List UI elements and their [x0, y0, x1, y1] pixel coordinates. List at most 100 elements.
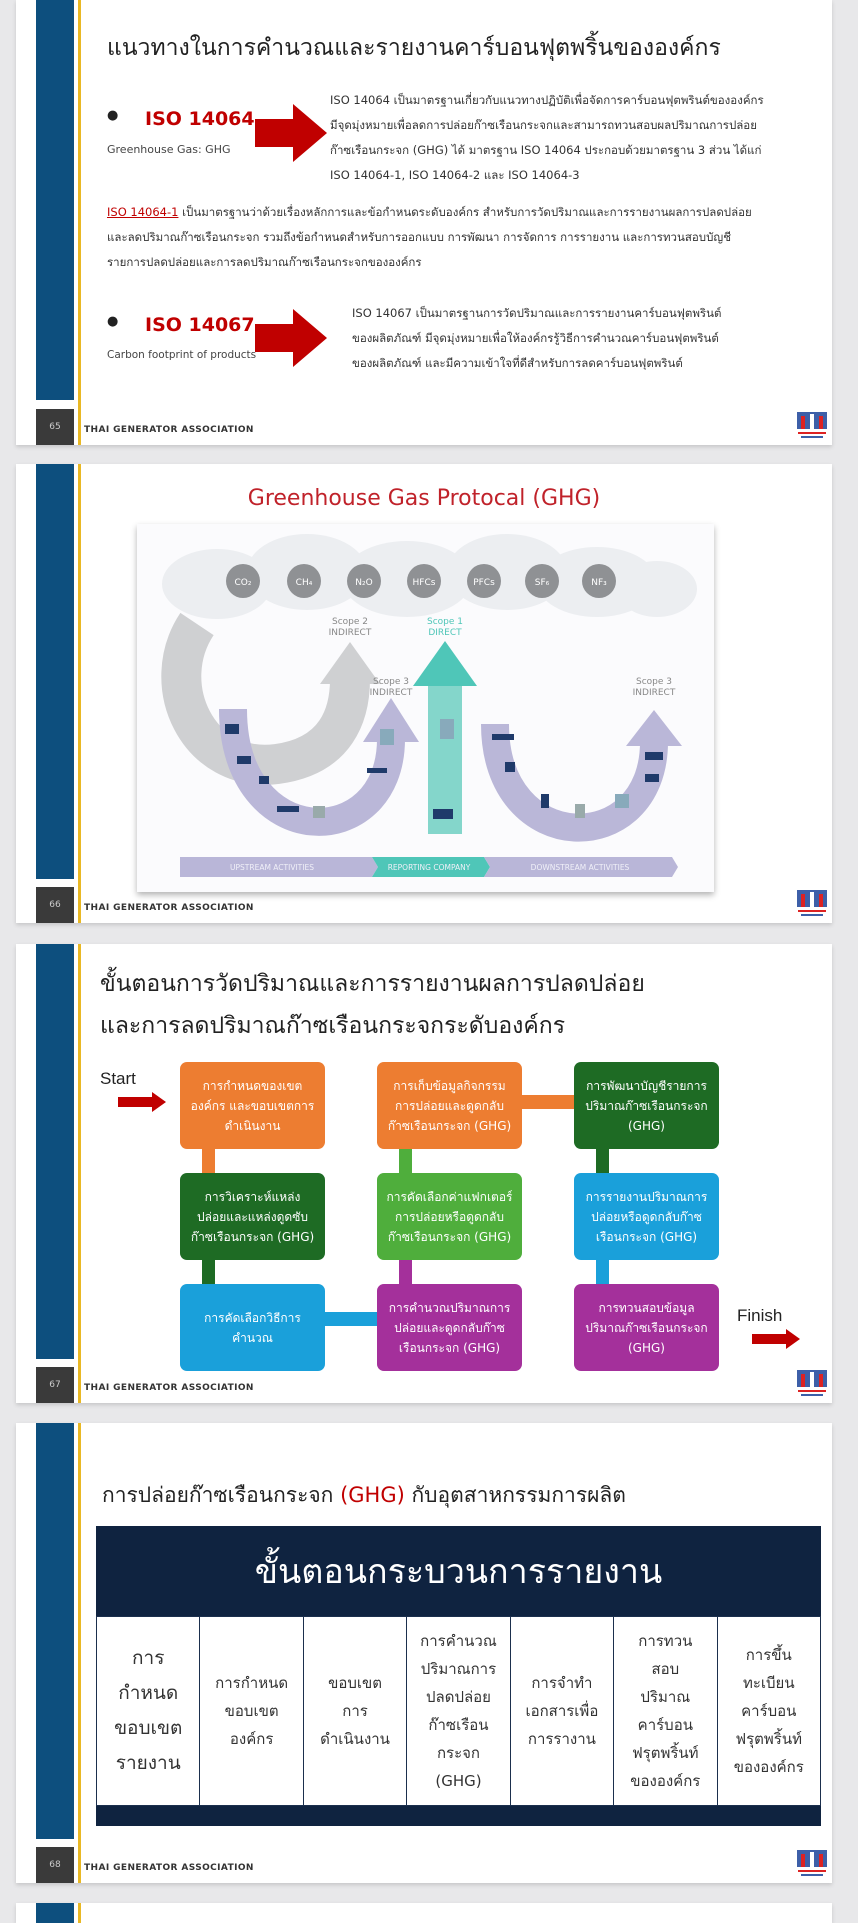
- slide-66: Greenhouse Gas Protocal (GHG) CO₂ CH₄ N₂…: [16, 464, 832, 923]
- accent-line: [78, 1903, 81, 1923]
- process-steps-table: การ กำหนด ขอบเขต รายงาน การกำหนด ขอบเขต …: [95, 1616, 822, 1806]
- connector: [202, 1260, 215, 1284]
- step-analyze-sources: การวิเคราะห์แหล่ง ปล่อยและแหล่งดูดซับ ก๊…: [180, 1173, 325, 1260]
- step-select-factors: การคัดเลือกค่าแฟกเตอร์ การปล่อยหรือดูดกล…: [377, 1173, 522, 1260]
- association-logo-icon: [797, 1850, 827, 1876]
- table-cell: การทวน สอบ ปริมาณ คาร์บอน ฟรุตพริ้นท์ ขอ…: [613, 1616, 718, 1806]
- start-arrow-icon: [118, 1092, 166, 1112]
- connector: [596, 1260, 609, 1284]
- title-part: การปล่อยก๊าซเรือนกระจก: [102, 1483, 341, 1507]
- iso-14064-1-link[interactable]: ISO 14064-1: [107, 205, 179, 219]
- page-number: 66: [36, 887, 74, 923]
- scope3-upstream-label: Scope 3: [373, 677, 409, 687]
- finish-label: Finish: [737, 1306, 783, 1325]
- title-part: กับอุตสาหกรรมการผลิต: [404, 1483, 626, 1507]
- table-cell: ขอบเขต การ ดำเนินงาน: [302, 1616, 408, 1806]
- scope3-upstream-type: INDIRECT: [370, 688, 413, 698]
- process-table: ขั้นตอนกระบวนการรายงาน การ กำหนด ขอบเขต …: [95, 1526, 822, 1826]
- reporting-company-label: REPORTING COMPANY: [388, 863, 471, 872]
- desc-line: ของผลิตภัณฑ์ และมีความเข้าใจที่ดีสำหรับก…: [352, 356, 683, 370]
- connector: [596, 1149, 609, 1174]
- scope2-label: Scope 2: [332, 617, 368, 627]
- scope2-type: INDIRECT: [329, 628, 372, 638]
- scope1-label: Scope 1: [427, 617, 463, 627]
- slide-68: การปล่อยก๊าซเรือนกระจก (GHG) กับอุตสาหกร…: [16, 1423, 832, 1883]
- connector: [325, 1312, 377, 1326]
- start-label: Start: [100, 1069, 136, 1088]
- table-cell: การคำนวณ ปริมาณการ ปลดปล่อย ก๊าซเรือน กร…: [406, 1616, 511, 1806]
- page-number: 65: [36, 409, 74, 445]
- gas-sf6: SF₆: [535, 578, 550, 588]
- para-line: รายการปลดปล่อยและการลดปริมาณก๊าซเรือนกระ…: [107, 255, 422, 269]
- step-develop-inventory: การพัฒนาบัญชีรายการ ปริมาณก๊าซเรือนกระจก…: [574, 1062, 719, 1149]
- desc-line: ISO 14064-1, ISO 14064-2 และ ISO 14064-3: [330, 168, 580, 182]
- step-calculate-emissions: การคำนวณปริมาณการ ปล่อยและดูดกลับก๊าซ เร…: [377, 1284, 522, 1371]
- scope1-type: DIRECT: [428, 628, 462, 638]
- association-logo-icon: [797, 412, 827, 438]
- desc-line: ISO 14067 เป็นมาตรฐานการวัดปริมาณและการร…: [352, 306, 722, 320]
- iso-14067-label: ISO 14067: [145, 314, 255, 336]
- table-cell: การจำทำ เอกสารเพื่อ การรางาน: [509, 1616, 615, 1806]
- desc-line: ของผลิตภัณฑ์ มีจุดมุ่งหมายเพื่อให้องค์กร…: [352, 331, 719, 345]
- footer-association: THAI GENERATOR ASSOCIATION: [84, 1383, 254, 1393]
- footer-association: THAI GENERATOR ASSOCIATION: [84, 1863, 254, 1873]
- connector: [202, 1149, 215, 1174]
- step-select-method: การคัดเลือกวิธีการ คำนวณ: [180, 1284, 325, 1371]
- activity-icons: [225, 719, 663, 819]
- activity-bar: UPSTREAM ACTIVITIES REPORTING COMPANY DO…: [180, 857, 678, 877]
- step-define-boundaries: การกำหนดของเขต องค์กร และขอบเขตการ ดำเนิ…: [180, 1062, 325, 1149]
- accent-line: [78, 464, 81, 923]
- slide-title: แนวทางในการคำนวณและรายงานคาร์บอนฟุตพริ้น…: [107, 35, 721, 61]
- step-verify-data: การทวนสอบข้อมูล ปริมาณก๊าซเรือนกระจก (GH…: [574, 1284, 719, 1371]
- connector: [522, 1095, 574, 1109]
- association-logo-icon: [797, 1370, 827, 1396]
- ghg-protocol-diagram: CO₂ CH₄ N₂O HFCs PFCs SF₆ NF₃ Scope 2 IN…: [137, 524, 714, 892]
- iso-14064-1-paragraph: ISO 14064-1 เป็นมาตรฐานว่าด้วยเรื่องหลัก…: [107, 200, 752, 275]
- accent-line: [78, 1423, 81, 1883]
- desc-line: ก๊าซเรือนกระจก (GHG) ได้ มาตรฐาน ISO 140…: [330, 143, 762, 157]
- para-line: และลดปริมาณก๊าซเรือนกระจก รวมถึงข้อกำหนด…: [107, 230, 731, 244]
- table-cell: การ กำหนด ขอบเขต รายงาน: [95, 1616, 201, 1806]
- upstream-label: UPSTREAM ACTIVITIES: [230, 863, 314, 872]
- table-cell: การขึ้น ทะเบียน คาร์บอน ฟรุตพริ้นท์ ของอ…: [716, 1616, 822, 1806]
- side-bar: [36, 944, 74, 1359]
- gas-n2o: N₂O: [355, 578, 372, 588]
- gas-ch4: CH₄: [296, 578, 313, 588]
- title-ghg: (GHG): [340, 1483, 405, 1507]
- finish-arrow-icon: [752, 1329, 800, 1349]
- iso-14064-description: ISO 14064 เป็นมาตรฐานเกี่ยวกับแนวทางปฏิบ…: [330, 88, 764, 188]
- iso-14064-sub: Greenhouse Gas: GHG: [107, 143, 231, 156]
- scope3-downstream-label: Scope 3: [636, 677, 672, 687]
- slide-title-line-2: และการลดปริมาณก๊าซเรือนกระจกระดับองค์กร: [100, 1013, 566, 1039]
- accent-line: [78, 0, 81, 445]
- arrow-right-icon: [255, 309, 327, 367]
- side-bar: [36, 1423, 74, 1839]
- table-cell: การกำหนด ขอบเขต องค์กร: [199, 1616, 304, 1806]
- slide-69-partial: [16, 1903, 832, 1923]
- side-bar: [36, 464, 74, 879]
- scope2-arrow: [161, 612, 380, 785]
- page-number: 67: [36, 1367, 74, 1403]
- footer-association: THAI GENERATOR ASSOCIATION: [84, 903, 254, 913]
- slide-title-line-1: ขั้นตอนการวัดปริมาณและการรายงานผลการปลดป…: [100, 971, 645, 997]
- page-number: 68: [36, 1847, 74, 1883]
- scope3-downstream-arrow: [481, 710, 682, 842]
- slide-title: Greenhouse Gas Protocal (GHG): [247, 486, 601, 511]
- gas-pfcs: PFCs: [473, 578, 495, 588]
- step-collect-activity-data: การเก็บข้อมูลกิจกรรม การปล่อยและดูดกลับ …: [377, 1062, 522, 1149]
- scope3-downstream-type: INDIRECT: [633, 688, 676, 698]
- downstream-label: DOWNSTREAM ACTIVITIES: [531, 863, 630, 872]
- process-table-header: ขั้นตอนกระบวนการรายงาน: [254, 1552, 663, 1592]
- gas-nf3: NF₃: [591, 578, 607, 588]
- gas-hfcs: HFCs: [413, 578, 436, 588]
- slide-67: ขั้นตอนการวัดปริมาณและการรายงานผลการปลดป…: [16, 944, 832, 1403]
- accent-line: [78, 944, 81, 1403]
- gas-co2: CO₂: [235, 578, 252, 588]
- iso-14067-sub: Carbon footprint of products: [107, 349, 257, 361]
- footer-association: THAI GENERATOR ASSOCIATION: [84, 425, 254, 435]
- bullet-icon: ●: [107, 108, 119, 123]
- para-line: เป็นมาตรฐานว่าด้วยเรื่องหลักการและข้อกำห…: [178, 205, 752, 219]
- connector: [399, 1260, 412, 1284]
- desc-line: มีจุดมุ่งหมายเพื่อลดการปล่อยก๊าซเรือนกระ…: [330, 118, 757, 132]
- step-report-emissions: การรายงานปริมาณการ ปล่อยหรือดูดกลับก๊าซ …: [574, 1173, 719, 1260]
